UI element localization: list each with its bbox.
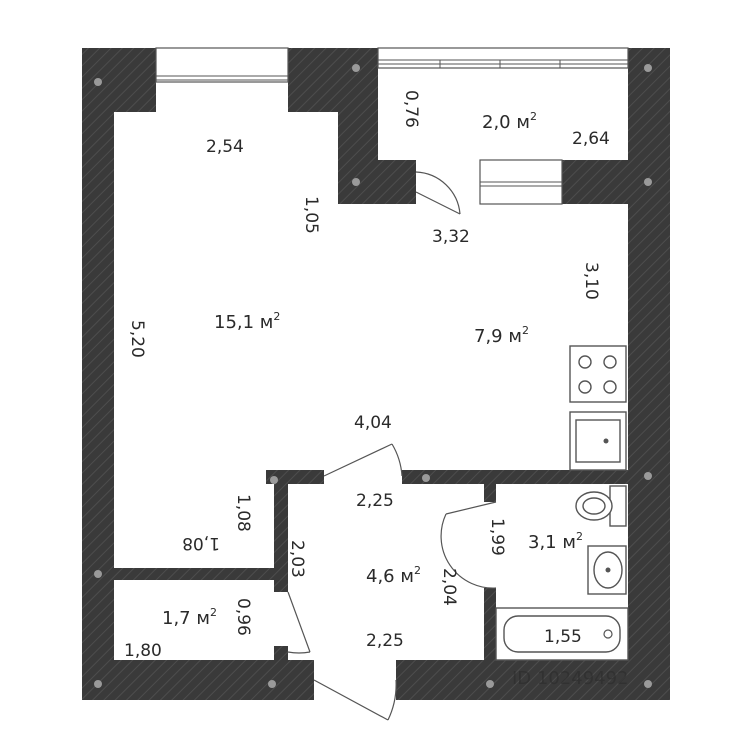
dim-living-notch: 1,05 (301, 196, 321, 234)
dim-living-bottom-v: 1,08 (233, 494, 253, 532)
area-bathroom: 3,1 м2 (528, 530, 583, 553)
windows (155, 47, 629, 205)
burner-icon (603, 380, 617, 394)
area-balcony: 2,0 м2 (482, 110, 537, 133)
dim-kitchen-bottom: 4,04 (354, 413, 392, 433)
burner-icon (603, 355, 617, 369)
dim-kitchen-diag: 3,32 (432, 227, 470, 247)
dim-storage-side: 0,96 (233, 598, 253, 636)
door-bathroom (440, 501, 497, 589)
dimension-labels: 2,54 1,05 5,20 1,08 1,08 0,76 2,64 3,32 … (124, 90, 610, 661)
window-living (155, 47, 289, 83)
dim-hall-top: 2,25 (356, 491, 394, 511)
door-storage (287, 591, 311, 654)
walls (82, 48, 670, 700)
area-kitchen: 7,9 м2 (474, 324, 529, 347)
stove (569, 345, 627, 403)
doors (287, 171, 497, 721)
dim-bath-side: 1,99 (487, 518, 507, 556)
bathroom-sink-icon (587, 545, 627, 595)
burner-icon (578, 355, 592, 369)
area-hall: 4,6 м2 (366, 564, 421, 587)
toilet-icon (575, 485, 627, 527)
watermark: ID 10249492 (512, 668, 629, 689)
dim-kitchen-side: 3,10 (581, 262, 601, 300)
dim-storage-bottom: 1,80 (124, 641, 162, 661)
window-kitchen (479, 159, 563, 205)
dim-living-top: 2,54 (206, 137, 244, 157)
dim-hall-bottom: 2,25 (366, 631, 404, 651)
area-labels: 15,1 м2 2,0 м2 7,9 м2 4,6 м2 3,1 м2 1,7 … (162, 110, 583, 629)
kitchen-sink (569, 411, 627, 471)
burner-icon (578, 380, 592, 394)
door-balcony (415, 171, 461, 215)
door-entrance (313, 679, 397, 721)
dim-hall-left: 2,03 (287, 540, 307, 578)
area-storage: 1,7 м2 (162, 606, 217, 629)
area-living-room: 15,1 м2 (214, 310, 280, 333)
wall-markers (94, 64, 652, 688)
dim-balcony-left: 0,76 (401, 90, 421, 128)
dim-living-bottom-h: 1,08 (182, 533, 220, 553)
bathtub-icon (495, 607, 629, 661)
door-hall-kitchen (323, 443, 403, 477)
dim-balcony-right: 2,64 (572, 129, 610, 149)
dim-living-side: 5,20 (127, 320, 147, 358)
dim-bath-tub: 1,55 (544, 627, 582, 647)
dim-hall-right: 2,04 (439, 568, 459, 606)
window-balcony (377, 47, 629, 69)
